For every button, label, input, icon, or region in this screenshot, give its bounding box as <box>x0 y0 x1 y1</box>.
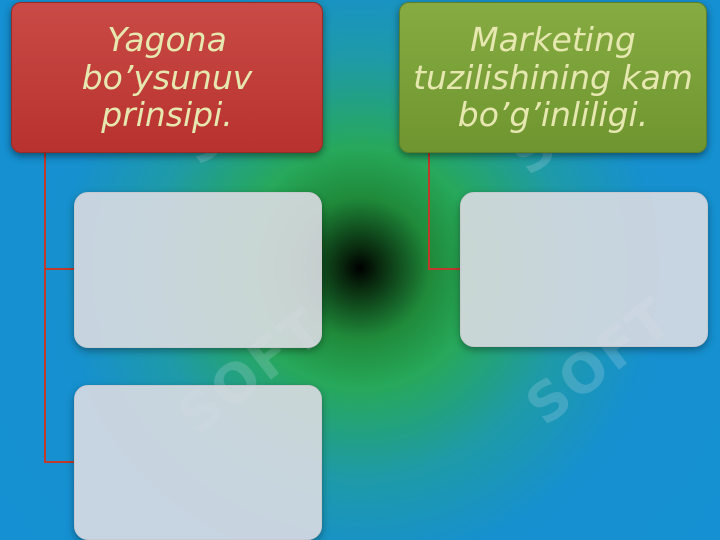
header-right-text: Marketing tuzilishining kam bo’g’inlilig… <box>413 19 693 135</box>
right-connector-branch <box>428 268 460 270</box>
left-connector-branch-1 <box>44 268 74 270</box>
content-box-left-1 <box>74 192 322 348</box>
right-connector-vertical <box>428 153 430 270</box>
header-left-principle: Yagona bo’ysunuv prinsipi. <box>11 2 323 153</box>
content-box-left-2 <box>74 385 322 540</box>
left-connector-branch-2 <box>44 461 74 463</box>
left-connector-vertical <box>44 153 46 463</box>
header-right-principle: Marketing tuzilishining kam bo’g’inlilig… <box>399 2 707 153</box>
content-box-right-1 <box>460 192 708 347</box>
header-left-text: Yagona bo’ysunuv prinsipi. <box>81 19 253 135</box>
